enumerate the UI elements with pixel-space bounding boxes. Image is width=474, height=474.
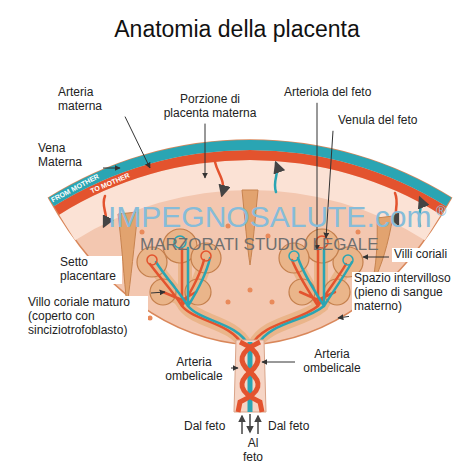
part-label: Venula del feto xyxy=(336,114,419,128)
flow-arrow xyxy=(241,416,243,434)
part-label: Dal feto xyxy=(182,420,227,434)
leader-line xyxy=(231,368,238,369)
fetal-arteriole xyxy=(150,248,243,346)
watermark: IMPEGNOSALUTE.com xyxy=(108,202,431,232)
part-label: Setto placentare xyxy=(58,256,122,284)
maternal-vein xyxy=(275,163,277,192)
part-label: Spazio intervilloso (pieno di sangue mat… xyxy=(352,272,456,313)
part-label: Al feto xyxy=(236,437,270,465)
capillary-loop xyxy=(343,255,353,265)
diagram-title: Anatomia della placenta xyxy=(0,16,474,44)
fetal-venule xyxy=(156,248,249,346)
leader-line xyxy=(125,117,150,168)
maternal-artery xyxy=(104,196,106,226)
part-label: Arteria ombelicale xyxy=(160,356,228,384)
blood-dot xyxy=(270,300,275,305)
part-label: Villi coriali xyxy=(392,248,449,262)
leader-line xyxy=(151,292,165,293)
flow-arrow xyxy=(257,416,259,434)
umbilical-cord xyxy=(234,340,266,412)
watermark: MARZORATI STUDIO LEGALE xyxy=(140,236,379,253)
part-label: Vena Materna xyxy=(36,142,100,170)
maternal-artery xyxy=(215,162,223,195)
part-label: Arteria materna xyxy=(56,86,122,114)
part-label: Arteriola del feto xyxy=(282,86,373,100)
fetal-venule xyxy=(257,248,352,346)
part-label: Porzione di placenta materna xyxy=(158,93,262,121)
blood-dot xyxy=(148,316,153,321)
flow-arrow xyxy=(249,414,251,432)
blood-dot xyxy=(248,288,253,293)
capillary-loop xyxy=(147,255,157,265)
leader-line xyxy=(338,316,349,318)
leader-line xyxy=(262,362,295,363)
blood-dot xyxy=(226,300,231,305)
umbilical-artery xyxy=(238,342,260,412)
leader-line xyxy=(363,257,389,258)
leader-line xyxy=(205,124,206,178)
part-label: Villo coriale maturo (coperto con sinciz… xyxy=(26,296,148,337)
watermark: ® xyxy=(436,204,446,218)
leader-line xyxy=(103,168,120,169)
part-label: Arteria ombelicale xyxy=(298,348,366,376)
part-label: Dal feto xyxy=(266,420,311,434)
